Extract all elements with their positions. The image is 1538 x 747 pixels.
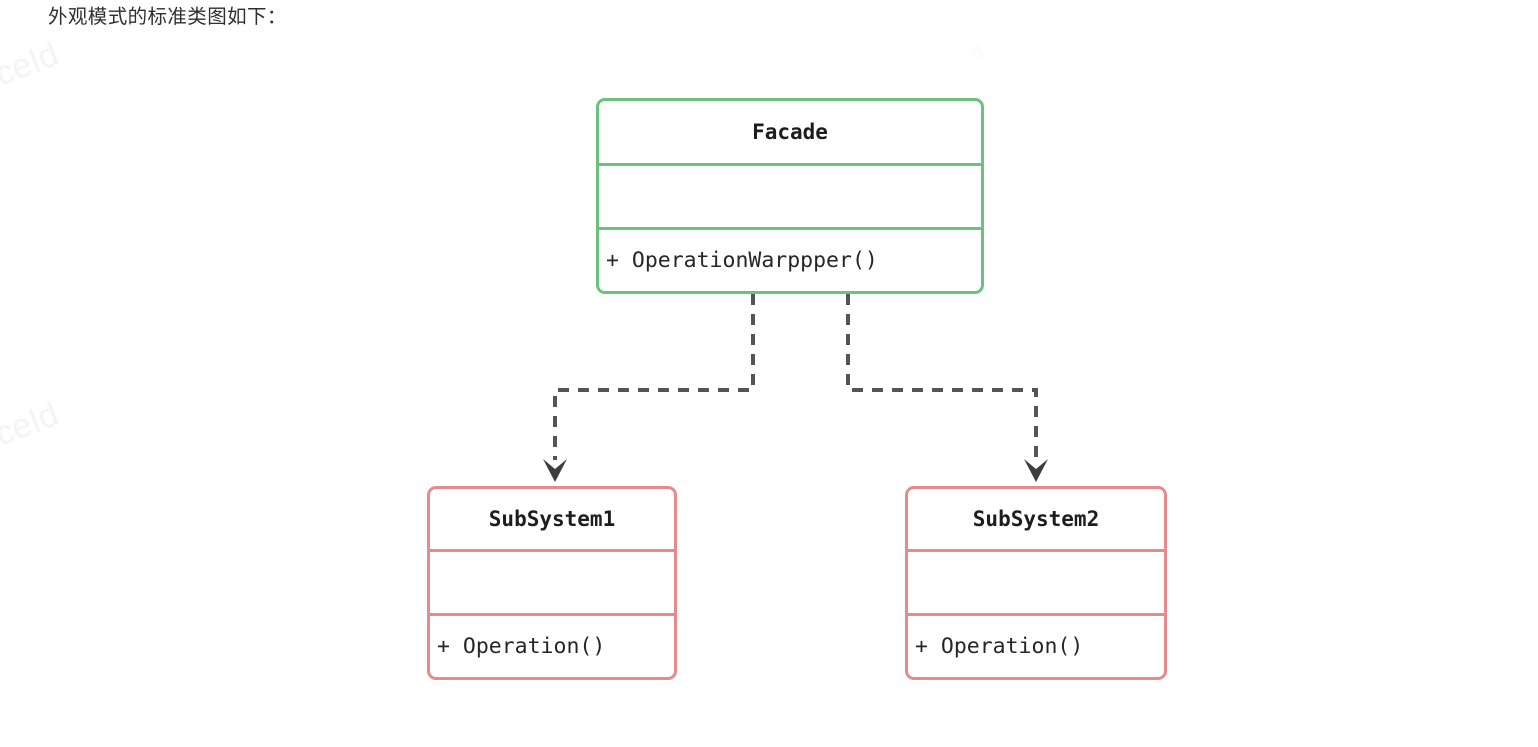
- arrowhead-subsystem1: [543, 459, 567, 482]
- subsystem1-name-compartment: SubSystem1: [430, 489, 674, 549]
- facade-method-0: + OperationWarppper(): [606, 248, 878, 273]
- subsystem2-class-name: SubSystem2: [972, 507, 1100, 531]
- subsystem2-attributes-compartment: [908, 549, 1164, 613]
- arrowhead-subsystem2: [1024, 459, 1048, 482]
- uml-class-subsystem1[interactable]: SubSystem1 + Operation(): [427, 486, 677, 680]
- relation-facade-to-subsystem2: [846, 294, 1048, 482]
- facade-class-name: Facade: [752, 120, 828, 144]
- uml-class-subsystem2[interactable]: SubSystem2 + Operation(): [905, 486, 1167, 680]
- facade-name-compartment: Facade: [599, 101, 981, 163]
- page-heading: 外观模式的标准类图如下：: [48, 6, 287, 28]
- relation-facade-to-subsystem1: [543, 294, 755, 482]
- subsystem2-method-0: + Operation(): [915, 634, 1084, 659]
- watermark-left-top: ceId: [0, 34, 64, 94]
- facade-attributes-compartment: [599, 163, 981, 227]
- uml-class-facade[interactable]: Facade + OperationWarppper(): [596, 98, 984, 294]
- subsystem1-method-0: + Operation(): [437, 634, 606, 659]
- watermark-top-right-fragment: d: [968, 40, 987, 65]
- subsystem2-methods-compartment: + Operation(): [908, 613, 1164, 677]
- facade-methods-compartment: + OperationWarppper(): [599, 227, 981, 291]
- subsystem2-name-compartment: SubSystem2: [908, 489, 1164, 549]
- subsystem1-methods-compartment: + Operation(): [430, 613, 674, 677]
- subsystem1-attributes-compartment: [430, 549, 674, 613]
- watermark-left-middle: ceId: [0, 394, 64, 454]
- subsystem1-class-name: SubSystem1: [488, 507, 616, 531]
